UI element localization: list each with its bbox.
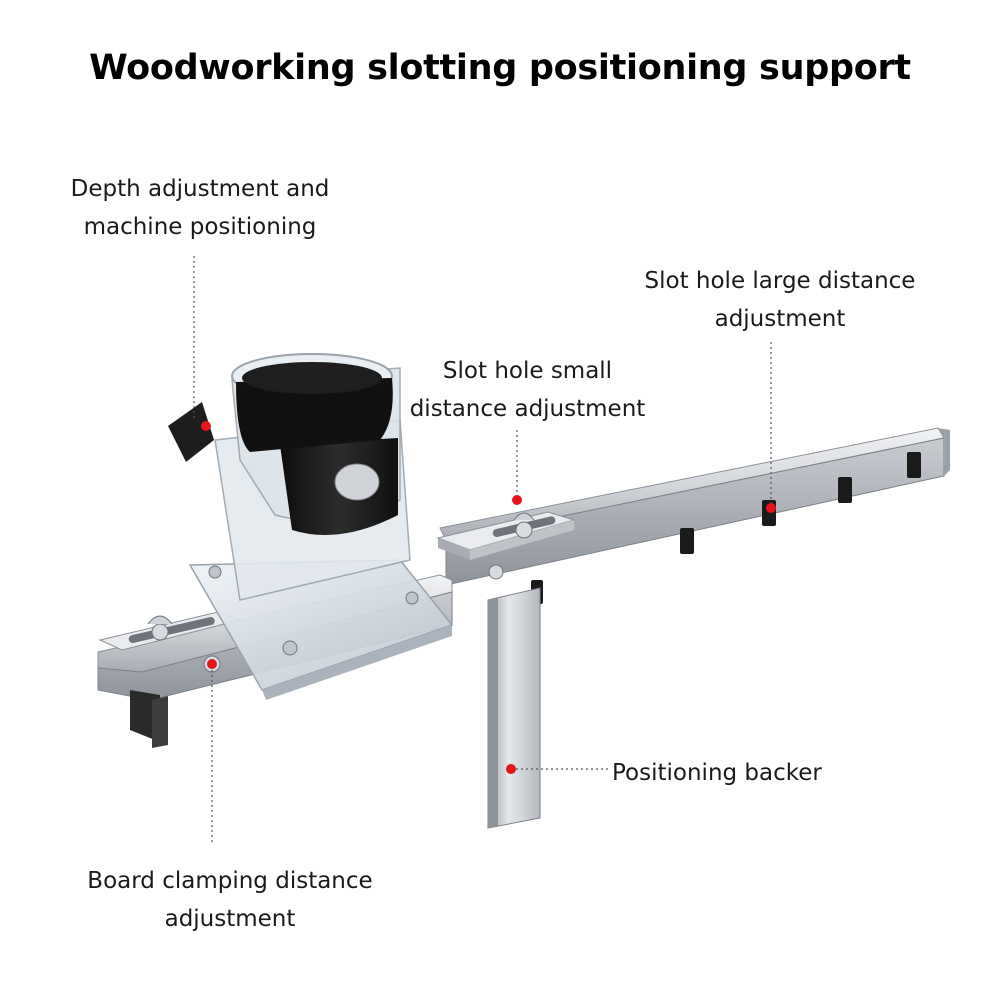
label-depth-adjustment: Depth adjustment and machine positioning bbox=[60, 170, 340, 246]
positioning-backer-post bbox=[487, 587, 541, 829]
rail-slot-holes bbox=[531, 452, 921, 604]
clamp-plate bbox=[98, 611, 242, 673]
label-board-clamping: Board clamping distance adjustment bbox=[70, 862, 390, 938]
slot-hole bbox=[838, 477, 852, 503]
slot-hole bbox=[907, 452, 921, 478]
label-line: Slot hole large distance bbox=[644, 268, 916, 294]
label-line: machine positioning bbox=[83, 214, 317, 240]
slot-hole bbox=[680, 528, 694, 554]
long-rail bbox=[439, 427, 950, 586]
leader-lines bbox=[193, 256, 772, 845]
label-line: Slot hole small bbox=[442, 358, 613, 384]
label-positioning-backer: Positioning backer bbox=[612, 754, 842, 792]
label-line: distance adjustment bbox=[409, 396, 646, 422]
label-slot-large: Slot hole large distance adjustment bbox=[630, 262, 930, 338]
label-line: Positioning backer bbox=[612, 760, 822, 786]
marker-depth bbox=[201, 421, 211, 431]
label-line: Board clamping distance bbox=[87, 868, 373, 894]
trim-router bbox=[168, 353, 411, 601]
marker-backer bbox=[506, 764, 516, 774]
label-line: Depth adjustment and bbox=[70, 176, 330, 202]
depth-knob bbox=[168, 402, 214, 462]
small-adjustment-plate bbox=[436, 511, 576, 580]
label-slot-small: Slot hole small distance adjustment bbox=[395, 352, 660, 428]
label-line: adjustment bbox=[164, 906, 296, 932]
marker-clamp bbox=[207, 659, 217, 669]
page-title: Woodworking slotting positioning support bbox=[89, 48, 911, 88]
label-line: adjustment bbox=[714, 306, 846, 332]
red-markers bbox=[201, 421, 776, 774]
marker-small bbox=[512, 495, 522, 505]
marker-large bbox=[766, 503, 776, 513]
